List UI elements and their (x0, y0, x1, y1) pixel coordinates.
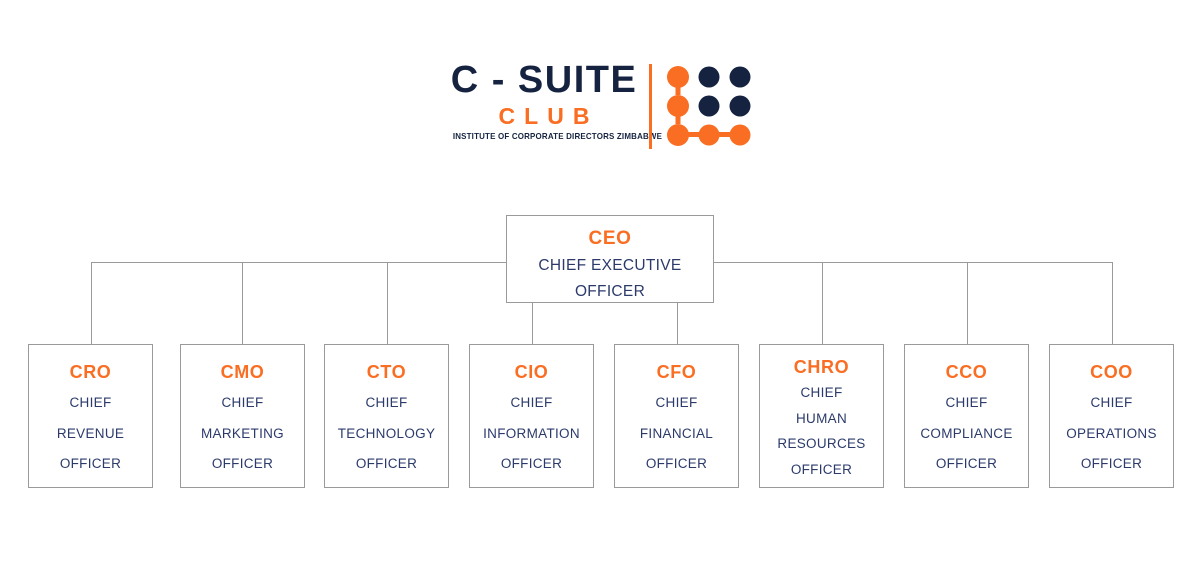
connector-drop-cmo (242, 262, 244, 344)
connector-bus-left (91, 262, 507, 264)
org-node-cfo-line-3: OFFICER (645, 456, 708, 471)
org-node-cto-abbr: CTO (366, 362, 407, 382)
connector-drop-coo (1111, 262, 1113, 344)
org-node-cco-line-2: COMPLIANCE (920, 425, 1013, 441)
org-node-chro-line-3: RESOURCES (777, 436, 866, 451)
org-node-cro-line-3: OFFICER (59, 456, 122, 471)
org-node-coo-abbr: COO (1090, 362, 1133, 382)
org-node-cmo[interactable]: CMO CHIEF MARKETING OFFICER (180, 344, 305, 488)
org-node-cmo-line-1: CHIEF (221, 395, 264, 410)
connector-drop-cro (90, 262, 92, 344)
org-node-cio-abbr: CIO (514, 362, 549, 382)
logo-dot-grid-icon (664, 66, 752, 146)
org-node-chro-line-2: HUMAN (796, 410, 847, 426)
org-node-cro-line-1: CHIEF (69, 395, 112, 410)
org-node-ceo[interactable]: CEO CHIEF EXECUTIVE OFFICER (506, 215, 714, 303)
logo-tagline: INSTITUTE OF CORPORATE DIRECTORS ZIMBABW… (452, 132, 663, 141)
org-node-cfo-line-2: FINANCIAL (639, 425, 714, 441)
org-node-cco-abbr: CCO (945, 362, 988, 382)
org-node-chro-line-1: CHIEF (800, 385, 843, 400)
connector-drop-cco (966, 262, 968, 344)
org-node-coo-line-2: OPERATIONS (1066, 425, 1157, 441)
org-node-cco[interactable]: CCO CHIEF COMPLIANCE OFFICER (904, 344, 1029, 488)
org-node-cco-line-1: CHIEF (945, 395, 988, 410)
logo-divider (649, 64, 652, 149)
org-node-cio[interactable]: CIO CHIEF INFORMATION OFFICER (469, 344, 594, 488)
org-node-coo-line-3: OFFICER (1080, 456, 1143, 471)
org-node-cio-line-1: CHIEF (510, 395, 553, 410)
org-node-cro-abbr: CRO (69, 362, 112, 382)
org-node-ceo-line-1: CHIEF EXECUTIVE (538, 257, 682, 274)
connector-bus-right (713, 262, 1113, 264)
org-node-cto-line-1: CHIEF (365, 395, 408, 410)
org-node-cmo-line-2: MARKETING (201, 425, 284, 441)
org-node-cfo[interactable]: CFO CHIEF FINANCIAL OFFICER (614, 344, 739, 488)
connector-drop-chro (821, 262, 823, 344)
logo-wordmark: C - SUITE CLUB INSTITUTE OF CORPORATE DI… (450, 58, 663, 143)
connector-drop-cto (386, 262, 388, 344)
logo-title-csuite: C - SUITE (450, 59, 638, 101)
org-node-cfo-line-1: CHIEF (655, 395, 698, 410)
org-node-ceo-abbr: CEO (588, 228, 632, 249)
org-node-chro[interactable]: CHRO CHIEF HUMAN RESOURCES OFFICER (759, 344, 884, 488)
org-node-cto-line-3: OFFICER (355, 456, 418, 471)
org-node-cmo-line-3: OFFICER (211, 456, 274, 471)
org-node-cro-line-2: REVENUE (56, 425, 125, 441)
org-node-cio-line-3: OFFICER (500, 456, 563, 471)
connector-drop-cio (531, 303, 533, 344)
org-node-chro-line-4: OFFICER (790, 461, 853, 477)
org-node-coo[interactable]: COO CHIEF OPERATIONS OFFICER (1049, 344, 1174, 488)
logo-title-club: CLUB (498, 103, 599, 129)
org-node-chro-abbr: CHRO (793, 357, 850, 377)
org-node-ceo-line-2: OFFICER (574, 283, 646, 300)
org-node-cto[interactable]: CTO CHIEF TECHNOLOGY OFFICER (324, 344, 449, 488)
org-node-cio-line-2: INFORMATION (483, 425, 580, 441)
connector-drop-cfo (676, 303, 678, 344)
org-node-cfo-abbr: CFO (656, 362, 697, 382)
org-node-cro[interactable]: CRO CHIEF REVENUE OFFICER (28, 344, 153, 488)
org-node-cmo-abbr: CMO (220, 362, 265, 382)
org-node-coo-line-1: CHIEF (1090, 395, 1133, 410)
org-node-cto-line-2: TECHNOLOGY (337, 425, 436, 441)
org-node-cco-line-3: OFFICER (935, 456, 998, 471)
brand-logo: C - SUITE CLUB INSTITUTE OF CORPORATE DI… (450, 58, 760, 153)
